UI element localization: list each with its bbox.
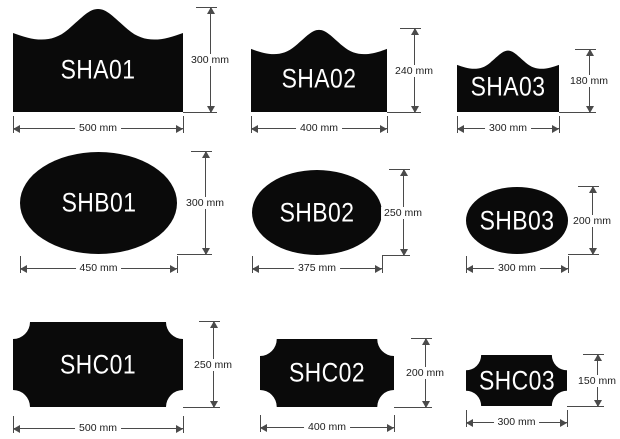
height-dimension-label: 300 mm [183, 197, 227, 209]
dimension-extension-tick [387, 112, 421, 113]
dimension-extension-tick [394, 407, 432, 408]
dimension-extension-tick [568, 256, 569, 273]
dimension-extension-tick [196, 7, 217, 8]
plaque-cell-shc03: SHC03 150 mm 300 mm [466, 354, 619, 428]
width-dimension-label: 300 mm [493, 416, 540, 428]
oval-shape [252, 170, 382, 255]
plaque-cell-shc01: SHC01 250 mm 500 mm [13, 321, 235, 434]
dimension-extension-tick [382, 256, 383, 273]
dimension-extension-tick [578, 186, 599, 187]
shape-code: SHC03 [478, 365, 555, 395]
height-dimension-label: 180 mm [567, 75, 611, 87]
dimension-extension-tick [559, 116, 560, 133]
dimension-extension-tick [575, 49, 596, 50]
dimension-extension-tick [382, 255, 410, 256]
dimension-extension-tick [559, 112, 596, 113]
arched-plaque-shape [457, 50, 559, 112]
plaque-cell-shc02: SHC02 200 mm 400 mm [260, 338, 447, 433]
height-dimension-label: 240 mm [392, 64, 436, 77]
dimension-extension-tick [457, 116, 458, 133]
plaque-cell-sha02: SHA02 240 mm 400 mm [251, 28, 436, 134]
dimension-extension-tick [411, 338, 432, 339]
height-dimension-label: 250 mm [191, 358, 235, 371]
dimension-extension-tick [260, 415, 261, 432]
dimension-extension-tick [191, 151, 212, 152]
dimension-extension-tick [183, 116, 184, 133]
shape-code: SHA02 [281, 63, 357, 94]
width-dimension-label: 375 mm [294, 262, 340, 274]
dimension-extension-tick [466, 256, 467, 273]
dimension-extension-tick [389, 169, 410, 170]
width-dimension-label: 300 mm [485, 122, 531, 134]
arched-plaque-shape [13, 9, 183, 112]
width-dimension-label: 400 mm [304, 421, 350, 433]
notched-rectangle-shape [466, 355, 567, 406]
plaque-cell-shb01: SHB01 300 mm 450 mm [20, 151, 227, 274]
shape-code: SHB03 [479, 205, 555, 235]
dimension-extension-tick [567, 406, 604, 407]
dimension-extension-tick [13, 116, 14, 133]
plaque-cell-sha01: SHA01 300 mm 500 mm [13, 7, 232, 134]
dimension-extension-tick [251, 116, 252, 133]
shape-code: SHB02 [279, 197, 355, 227]
dimension-extension-tick [183, 112, 217, 113]
arched-plaque-shape [251, 29, 387, 112]
plaque-cell-sha03: SHA03 180 mm 300 mm [457, 49, 611, 134]
plaque-cell-shb02: SHB02 250 mm 375 mm [252, 169, 425, 274]
height-dimension-label: 200 mm [570, 214, 614, 227]
notched-rectangle-shape [260, 339, 394, 407]
shape-code: SHA03 [470, 71, 546, 102]
dimension-extension-tick [199, 321, 220, 322]
dimension-extension-tick [20, 256, 21, 273]
width-dimension-label: 400 mm [296, 122, 342, 134]
dimension-extension-tick [394, 415, 395, 432]
shape-code: SHC02 [288, 357, 366, 388]
width-dimension-label: 300 mm [494, 262, 540, 274]
height-dimension-label: 300 mm [188, 54, 232, 66]
dimension-extension-tick [177, 254, 212, 255]
dimension-extension-tick [387, 116, 388, 133]
width-dimension-label: 500 mm [75, 422, 121, 434]
plaque-cell-shb03: SHB03 200 mm 300 mm [466, 186, 614, 274]
dimension-extension-tick [183, 416, 184, 433]
width-dimension-label: 500 mm [75, 122, 121, 134]
dimension-extension-tick [183, 407, 220, 408]
height-dimension-label: 250 mm [381, 206, 425, 219]
dimension-extension-tick [568, 254, 599, 255]
oval-shape [20, 152, 177, 254]
oval-shape [466, 187, 568, 254]
dimension-extension-tick [13, 416, 14, 433]
dimension-extension-tick [567, 410, 568, 427]
dimension-extension-tick [400, 28, 421, 29]
dimension-extension-tick [466, 410, 467, 427]
shape-code: SHC01 [59, 349, 137, 379]
width-dimension-label: 450 mm [75, 262, 122, 274]
dimension-extension-tick [177, 256, 178, 273]
height-dimension-label: 200 mm [403, 367, 447, 379]
notched-rectangle-shape [13, 322, 183, 407]
shape-code: SHA01 [60, 54, 136, 85]
height-dimension-label: 150 mm [575, 374, 619, 387]
dimension-extension-tick [252, 256, 253, 273]
shape-code: SHB01 [61, 187, 136, 218]
dimension-extension-tick [583, 354, 604, 355]
